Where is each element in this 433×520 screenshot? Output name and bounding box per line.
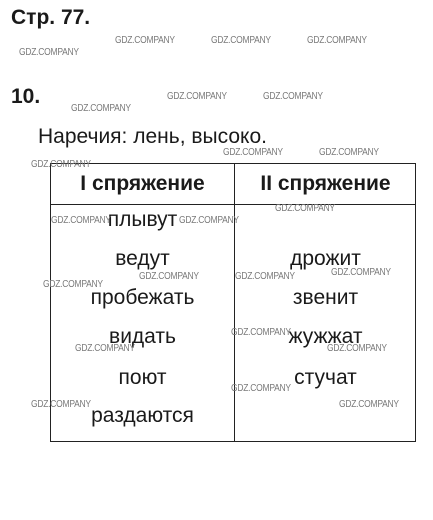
watermark: GDZ.COMPANY — [331, 267, 391, 278]
watermark: GDZ.COMPANY — [179, 215, 239, 226]
header-first-conjugation: I спряжение — [80, 172, 205, 195]
watermark: GDZ.COMPANY — [307, 35, 367, 46]
page-label: Стр. 77. — [11, 6, 91, 29]
watermark: GDZ.COMPANY — [235, 271, 295, 282]
watermark: GDZ.COMPANY — [167, 91, 227, 102]
watermark: GDZ.COMPANY — [139, 271, 199, 282]
watermark: GDZ.COMPANY — [231, 383, 291, 394]
watermark: GDZ.COMPANY — [319, 147, 379, 158]
watermark: GDZ.COMPANY — [223, 147, 283, 158]
verb-first-6: раздаются — [91, 404, 194, 427]
watermark: GDZ.COMPANY — [231, 327, 291, 338]
verb-second-1: дрожит — [290, 247, 361, 270]
watermark: GDZ.COMPANY — [263, 91, 323, 102]
adverbs-line: Наречия: лень, высоко. — [38, 125, 267, 148]
verb-second-2: звенит — [292, 286, 359, 309]
watermark: GDZ.COMPANY — [327, 343, 387, 354]
header-second-conjugation: II спряжение — [260, 172, 391, 195]
verb-second-4: стучат — [294, 366, 357, 389]
header-divider — [51, 204, 415, 205]
watermark: GDZ.COMPANY — [75, 343, 135, 354]
watermark: GDZ.COMPANY — [19, 47, 79, 58]
verb-first-2: ведут — [115, 247, 170, 270]
exercise-number: 10. — [11, 85, 41, 108]
watermark: GDZ.COMPANY — [211, 35, 271, 46]
verb-first-4: видать — [109, 325, 176, 348]
watermark: GDZ.COMPANY — [43, 279, 103, 290]
watermark: GDZ.COMPANY — [31, 159, 91, 170]
verb-first-1: плывут — [107, 208, 178, 231]
conjugation-table: I спряжение II спряжение плывут ведут пр… — [50, 163, 416, 442]
watermark: GDZ.COMPANY — [339, 399, 399, 410]
verb-second-3: жужжат — [288, 325, 363, 348]
watermark: GDZ.COMPANY — [275, 203, 335, 214]
watermark: GDZ.COMPANY — [51, 215, 111, 226]
watermark: GDZ.COMPANY — [31, 399, 91, 410]
watermark: GDZ.COMPANY — [71, 103, 131, 114]
column-divider — [234, 164, 235, 441]
watermark: GDZ.COMPANY — [115, 35, 175, 46]
verb-first-3: пробежать — [90, 286, 195, 309]
verb-first-5: поют — [118, 366, 167, 389]
